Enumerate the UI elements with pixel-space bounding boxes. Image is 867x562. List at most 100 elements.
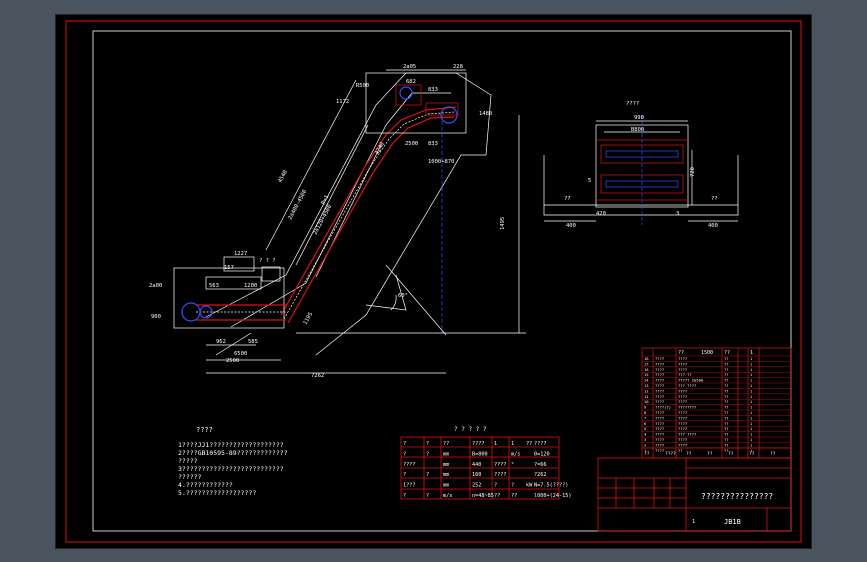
dim-angle: 60° [398, 293, 408, 299]
spec-cell: kW [526, 483, 533, 489]
bom-header-cell: ?? [678, 350, 684, 356]
side-dim-h1: 720 [690, 167, 696, 177]
bom-cell: ???? [678, 415, 687, 420]
spec-cell: ?? [526, 441, 532, 447]
dim-top-5: 1480 [479, 111, 492, 117]
bom-cell: 13 [644, 383, 649, 388]
bom-cell: ???? [678, 426, 687, 431]
spec-cell: n=48~85 [472, 493, 494, 499]
spec-cell: m/s [511, 451, 520, 457]
bom-footer-cell: ?? [749, 451, 755, 457]
bom-cell: 1 [750, 361, 753, 366]
spec-cell: mm [443, 451, 449, 457]
bom-cell: 2 [644, 442, 646, 447]
dim-bottom-13: 1195 [303, 312, 315, 326]
bom-grid [641, 347, 792, 459]
bom-cell: 1 [750, 356, 753, 361]
spec-cell: 1 [494, 441, 497, 447]
bom-cell: 1 [750, 383, 753, 388]
spec-cell: ? [403, 472, 406, 478]
spec-cell: ? [403, 451, 406, 457]
bom-cell: ???? [655, 410, 664, 415]
bom-footer-cell: ???? [665, 451, 676, 457]
bom-cell: ?? [724, 410, 729, 415]
bom-header-cell: 1 [750, 350, 753, 356]
bom-cell: 16 [644, 367, 649, 372]
bom-cell: ??? ???? [678, 383, 696, 388]
bom-cell: ?? [678, 448, 683, 453]
side-dim-w2: B800 [631, 127, 644, 133]
bom-cell: 1 [750, 388, 753, 393]
spec-cell: ? [426, 493, 429, 499]
spec-cell: ° [511, 462, 514, 468]
bom-cell: 1 [644, 448, 647, 453]
spec-cell: ?262 [534, 472, 547, 478]
bom-cell: ??? ???? [678, 432, 696, 437]
spec-cell: mm [443, 462, 449, 468]
dim-bottom-8: 900 [151, 314, 161, 320]
elevation-labels: 2a05 228 682 833 1480 2500 833 1000+870 … [149, 64, 506, 379]
bom-cell: 1 [750, 394, 753, 399]
dim-incline-a: 4540 [277, 169, 289, 184]
bom-cell: ?? [724, 405, 729, 410]
bom-cell: ???? [678, 442, 687, 447]
side-view-labels: ???? 990 B800 720 5 ?? ?? 400 400 420 3 [564, 101, 718, 229]
note-line: 1????JJ1??????????????????? [178, 441, 284, 449]
spec-cell: ???? [472, 441, 485, 447]
bom-cell: ?? [724, 399, 729, 404]
bom-cell: ???? [655, 388, 664, 393]
spec-cell: ???? [534, 441, 547, 447]
bom-cell: 1 [750, 421, 753, 426]
bom-cell: ???? [655, 415, 664, 420]
bom-cell: ??? ?? [678, 372, 692, 377]
bom-cell: ???????? [678, 405, 696, 410]
bom-cell: ???? [655, 432, 664, 437]
dim-bottom-4: 962 [216, 339, 226, 345]
spec-cell: ?? [494, 493, 500, 499]
bom-cell: 1 [750, 437, 753, 442]
bom-cell: 1 [750, 442, 753, 447]
bom-cell: ???? [655, 383, 664, 388]
spec-cell: ? [511, 483, 514, 489]
side-dim-w1: 990 [634, 115, 644, 121]
dim-bottom-12: ? ? ? [259, 258, 276, 264]
bom-cell: 11 [644, 394, 649, 399]
dim-top-6: 2500 [405, 141, 418, 147]
dim-top-10: R500 [356, 83, 369, 89]
spec-cell: 0=120 [534, 451, 550, 457]
title-block-drawing-no: JB1B [724, 518, 741, 526]
dim-top-7: 833 [428, 141, 438, 147]
bom-cell: 1 [750, 405, 753, 410]
spec-cell: 252 [472, 483, 481, 489]
bom-cell: ?? [724, 361, 729, 366]
note-line: ?????? [178, 473, 202, 481]
bom-cell: 1 [750, 367, 753, 372]
bom-cell: ?? [724, 378, 729, 383]
bom-cell: 18 [644, 356, 649, 361]
bom-cell: 1 [750, 426, 753, 431]
side-dim-m2: 3 [676, 211, 679, 217]
bom-cell: 5 [644, 426, 646, 431]
bom-cell: 1 [750, 448, 753, 453]
bom-cell: 7 [644, 415, 646, 420]
spec-cell: 160 [472, 472, 481, 478]
side-dim-m1: 420 [596, 211, 606, 217]
dim-top-4: 833 [428, 87, 438, 93]
title-block-sheet: 1 [692, 519, 695, 525]
bom-cell: 1 [750, 399, 753, 404]
dim-bottom-9: 157 [224, 265, 234, 271]
spec-cell: ? [426, 441, 429, 447]
spec-cell: 440 [472, 462, 481, 468]
bom-cell: ???? [655, 361, 664, 366]
bom-cell: 10 [644, 399, 649, 404]
dim-bottom-2: 7262 [311, 373, 324, 379]
spec-cell: N=7.5(????) [534, 483, 568, 489]
spec-cell: m/s [443, 493, 452, 499]
dim-bottom-5: 585 [248, 339, 258, 345]
bom-cell: ???? [678, 410, 687, 415]
spec-cell: ?? [511, 493, 517, 499]
bom-cell: ???? [655, 372, 664, 377]
bom-cell: ???? [655, 356, 664, 361]
side-view [543, 115, 739, 225]
